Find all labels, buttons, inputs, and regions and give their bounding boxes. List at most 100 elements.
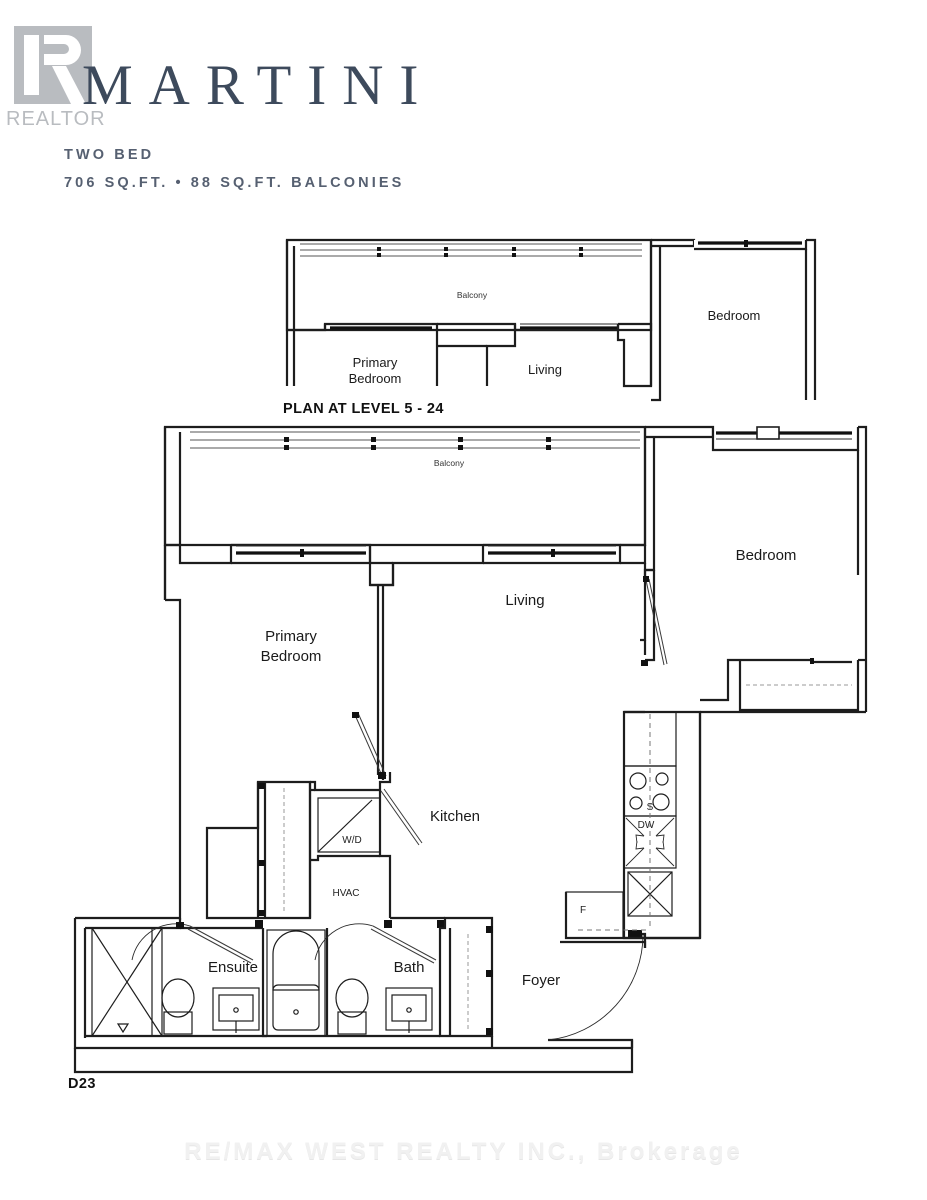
bedroom-window-mullion-box bbox=[756, 426, 780, 440]
ensuite-sink-drain bbox=[233, 1007, 239, 1013]
bath-door-leaf-2 bbox=[370, 928, 435, 964]
ensuite-shower-drain-icon bbox=[116, 1023, 130, 1034]
kitchen-fridge bbox=[565, 891, 624, 939]
bedroom-top-left bbox=[645, 425, 715, 437]
foyer-closet-jamb-top bbox=[486, 926, 493, 933]
kitchen-wall-bottom bbox=[560, 940, 647, 948]
upper-rail-post bbox=[512, 253, 516, 257]
glass-slider-living-mullion bbox=[551, 549, 555, 557]
south-outer-wall-lower bbox=[73, 1048, 634, 1074]
upper-rail-post bbox=[444, 247, 448, 251]
brokerage-watermark: RE/MAX WEST REALTY INC., Brokerage bbox=[184, 1138, 743, 1165]
upper-rail-post bbox=[377, 253, 381, 257]
fixture-label-dishwasher: DW bbox=[638, 820, 655, 831]
bath-door-leaf bbox=[372, 925, 437, 961]
bath-door-strike bbox=[437, 920, 445, 928]
room-label-foyer: Foyer bbox=[522, 972, 560, 989]
ensuite-shower-x2 bbox=[91, 927, 163, 1037]
balcony-rail-post bbox=[546, 445, 551, 450]
upper-room-label-living: Living bbox=[528, 362, 562, 377]
room-label-bedroom: Bedroom bbox=[736, 547, 797, 564]
entry-door-hinge bbox=[628, 930, 642, 937]
fixture-label-washer-dryer: W/D bbox=[342, 835, 361, 846]
glass-wall-living-frame bbox=[483, 543, 622, 565]
balcony-rail-post bbox=[371, 437, 376, 442]
upper-rail-post bbox=[377, 247, 381, 251]
ensuite-top-wall bbox=[85, 918, 182, 930]
plan-type-label: TWO BED bbox=[64, 147, 155, 163]
realtor-r-mark-icon bbox=[14, 26, 92, 108]
bedroom-right-wall bbox=[858, 425, 868, 712]
bath-tub-inner-top bbox=[272, 930, 320, 991]
bath-toilet-bowl bbox=[335, 978, 369, 1018]
room-label-balcony: Balcony bbox=[434, 458, 465, 468]
balcony-rail-post bbox=[371, 445, 376, 450]
unit-code-caption: D23 bbox=[68, 1076, 96, 1092]
upper-room-label-primary-2: Bedroom bbox=[349, 371, 402, 386]
upper-plan-caption: PLAN AT LEVEL 5 - 24 bbox=[283, 401, 444, 417]
primary-door-hinge bbox=[352, 712, 359, 718]
wall-balcony-left-jog bbox=[165, 543, 233, 565]
realtor-logo-text: REALTOR bbox=[6, 108, 106, 130]
upper-rail-post bbox=[579, 253, 583, 257]
upper-rail-post bbox=[444, 253, 448, 257]
primary-left-wall bbox=[165, 598, 182, 920]
cooktop-burner bbox=[652, 793, 670, 811]
room-label-living: Living bbox=[505, 592, 544, 609]
balcony-rail-post bbox=[458, 437, 463, 442]
main-plan-group: Balcony bbox=[73, 425, 868, 1074]
bath-sink-drain bbox=[406, 1007, 412, 1013]
bedroom-closet-outline bbox=[738, 660, 860, 712]
primary-door-leaf bbox=[354, 714, 384, 779]
wd-right-wall bbox=[378, 790, 392, 868]
wall-living-right-upper bbox=[620, 427, 647, 547]
bath-tub-drain bbox=[293, 1009, 299, 1015]
fixture-label-fridge: F bbox=[580, 905, 586, 916]
fixture-label-hvac: HVAC bbox=[332, 888, 359, 899]
foyer-closet-outline bbox=[438, 916, 494, 1038]
upper-rail-post bbox=[579, 247, 583, 251]
upper-bedroom-inner-bot bbox=[651, 330, 662, 402]
washer-dryer-diagonal bbox=[317, 799, 373, 853]
glass-slider-primary-mullion bbox=[300, 549, 304, 557]
cooktop-burner bbox=[629, 796, 643, 810]
bedroom-closet-jamb bbox=[810, 658, 814, 664]
ensuite-door-strike bbox=[255, 920, 263, 928]
kitchen-galley-counter bbox=[622, 710, 702, 940]
balcony-rail-post bbox=[458, 445, 463, 450]
foyer-entry-threshold bbox=[548, 1038, 634, 1048]
cooktop-burner bbox=[629, 772, 647, 790]
bath-tub-inner-bottom bbox=[272, 984, 320, 1031]
balcony-rail-post bbox=[284, 445, 289, 450]
room-label-kitchen: Kitchen bbox=[430, 808, 480, 825]
upper-bedroom-window-mullion bbox=[744, 240, 748, 247]
bedroom-door-hinge bbox=[643, 576, 649, 582]
bath-toilet-tank bbox=[337, 1011, 367, 1035]
closet-jamb-mid bbox=[258, 860, 265, 866]
realtor-logo: REALTOR bbox=[6, 26, 110, 134]
ensuite-door-hinge bbox=[176, 922, 184, 929]
closet-jamb-bot bbox=[258, 910, 265, 916]
brand-title: MARTINI bbox=[82, 54, 435, 117]
bath-door-hinge bbox=[384, 920, 392, 928]
upper-rail-post bbox=[512, 247, 516, 251]
upper-interior-wall-b bbox=[437, 322, 517, 386]
balcony-rail-post bbox=[546, 437, 551, 442]
bedroom-closet-return bbox=[700, 658, 740, 702]
ensuite-toilet-tank bbox=[163, 1011, 193, 1035]
upper-bedroom-right-wall bbox=[806, 238, 817, 400]
entry-door-swing bbox=[547, 933, 644, 1041]
bedroom-window-sill bbox=[711, 427, 860, 452]
primary-door-strike bbox=[378, 772, 386, 779]
balcony-outline bbox=[163, 425, 647, 547]
room-label-bath: Bath bbox=[394, 959, 425, 976]
bath-door-swing bbox=[314, 923, 374, 961]
wd-bottom-wall bbox=[310, 854, 380, 862]
room-label-primary-2: Bedroom bbox=[261, 648, 322, 665]
room-label-ensuite: Ensuite bbox=[208, 959, 258, 976]
closet-jamb-top bbox=[258, 783, 265, 789]
foyer-closet-jamb-bot bbox=[486, 1028, 493, 1035]
wall-living-right-sill bbox=[620, 545, 647, 565]
